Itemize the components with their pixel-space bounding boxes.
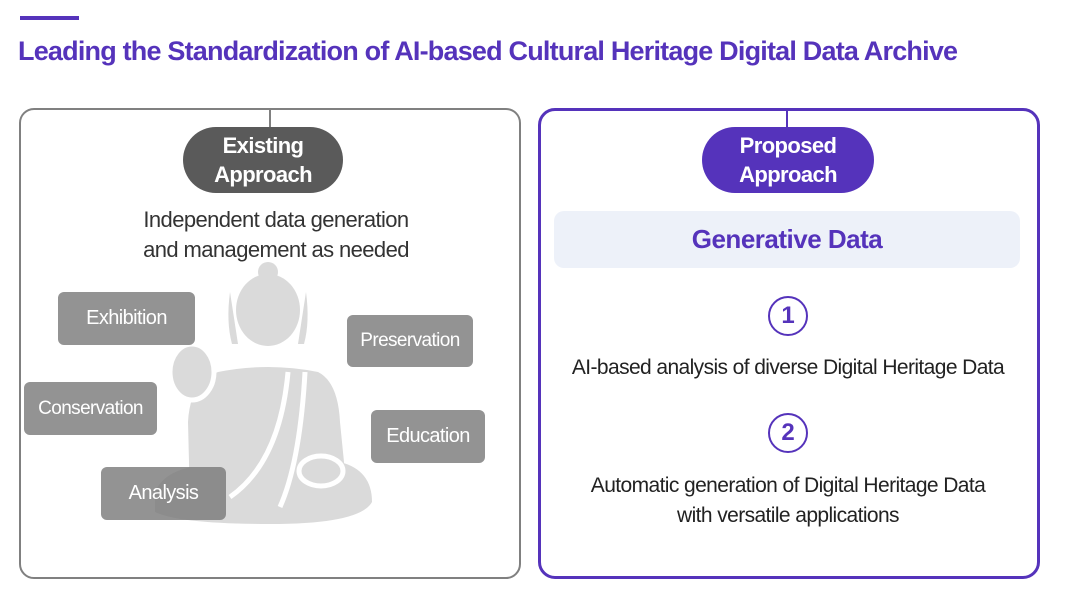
existing-label-line2: Approach — [214, 162, 312, 187]
proposed-connector — [786, 108, 788, 128]
tag-exhibition: Exhibition — [58, 292, 195, 345]
title-accent-bar — [20, 16, 79, 20]
existing-connector — [269, 108, 271, 128]
step-2-line2: with versatile applications — [677, 504, 900, 527]
proposed-label-line1: Proposed — [739, 133, 837, 158]
tag-preservation: Preservation — [347, 315, 473, 367]
existing-desc-line1: Independent data generation — [143, 207, 409, 232]
proposed-label-line2: Approach — [739, 162, 837, 187]
step-2-line1: Automatic generation of Digital Heritage… — [590, 474, 986, 497]
generative-data-heading: Generative Data — [554, 211, 1020, 268]
proposed-approach-panel — [538, 108, 1040, 579]
existing-desc-line2: and management as needed — [143, 237, 409, 262]
step-2-text: Automatic generation of Digital Heritage… — [545, 471, 1031, 531]
step-2-badge: 2 — [768, 413, 808, 453]
tag-analysis: Analysis — [101, 467, 226, 520]
proposed-approach-label: Proposed Approach — [702, 127, 874, 193]
existing-label-line1: Existing — [222, 133, 304, 158]
existing-description: Independent data generation and manageme… — [100, 205, 452, 265]
page-title: Leading the Standardization of AI-based … — [18, 36, 958, 66]
tag-conservation: Conservation — [24, 382, 157, 435]
tag-education: Education — [371, 410, 485, 463]
step-1-badge: 1 — [768, 296, 808, 336]
existing-approach-label: Existing Approach — [183, 127, 343, 193]
step-1-text: AI-based analysis of diverse Digital Her… — [571, 356, 1005, 379]
